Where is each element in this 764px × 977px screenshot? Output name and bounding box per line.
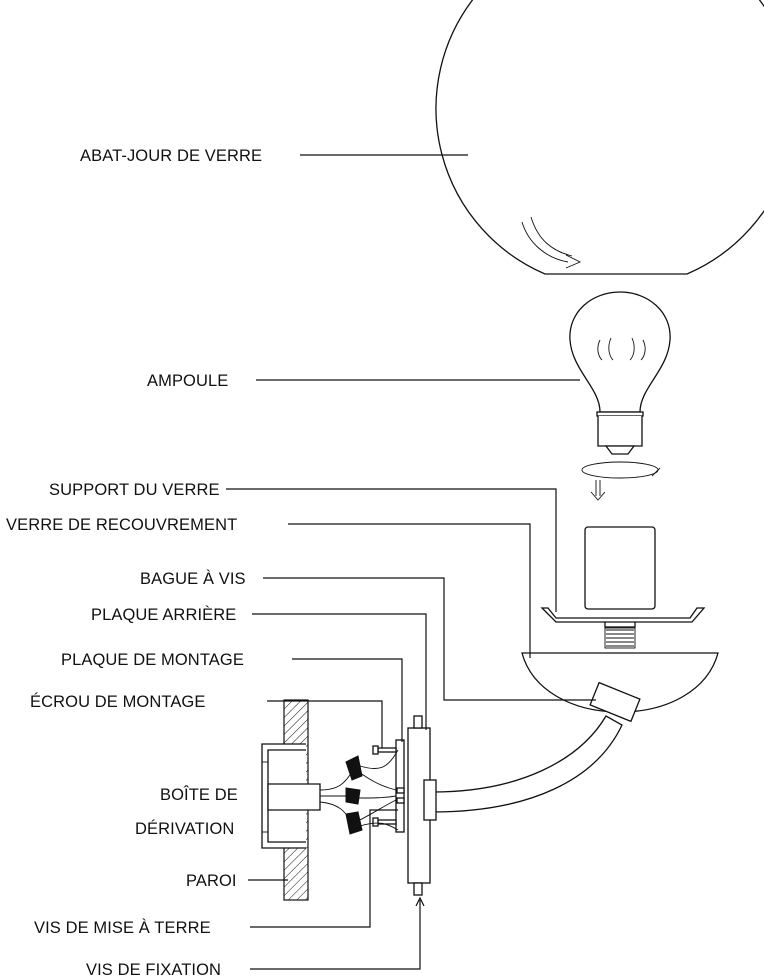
light-bulb bbox=[569, 291, 671, 455]
label-screw-ring: BAGUE À VIS bbox=[140, 569, 246, 588]
label-junction-box-line2: DÉRIVATION bbox=[135, 819, 234, 838]
label-cover-glass: VERRE DE RECOUVREMENT bbox=[6, 516, 237, 534]
lamp-arm bbox=[431, 681, 641, 813]
fixing-screw-top bbox=[413, 715, 423, 729]
label-back-plate: PLAQUE ARRIÈRE bbox=[91, 605, 236, 624]
label-mounting-nut: ÉCROU DE MONTAGE bbox=[30, 692, 205, 711]
label-bulb: AMPOULE bbox=[147, 372, 228, 390]
back-plate bbox=[407, 727, 437, 884]
cable bbox=[267, 783, 321, 811]
ground-screw bbox=[396, 787, 405, 804]
label-glass-holder: SUPPORT DU VERRE bbox=[49, 481, 220, 499]
screw-ring bbox=[589, 681, 641, 723]
mounting-screw bbox=[372, 745, 397, 827]
label-glass-shade: ABAT-JOUR DE VERRE bbox=[80, 147, 262, 165]
leader-lines bbox=[226, 154, 596, 970]
socket bbox=[584, 526, 656, 649]
glass-holder bbox=[540, 607, 706, 623]
screw-in-arrow-icon bbox=[581, 461, 661, 501]
wire-nuts bbox=[345, 755, 363, 835]
mounting-plate bbox=[395, 739, 405, 833]
fixing-screw-bottom bbox=[413, 882, 423, 896]
label-fixing-screw: VIS DE FIXATION bbox=[86, 961, 221, 977]
label-mounting-plate: PLAQUE DE MONTAGE bbox=[61, 651, 244, 669]
label-ground-screw: VIS DE MISE À TERRE bbox=[34, 918, 211, 937]
glass-shade bbox=[435, 0, 764, 275]
label-wall: PAROI bbox=[186, 872, 237, 890]
label-junction-box-line1: BOÎTE DE bbox=[160, 785, 238, 804]
rotate-arrow-icon bbox=[521, 221, 569, 263]
